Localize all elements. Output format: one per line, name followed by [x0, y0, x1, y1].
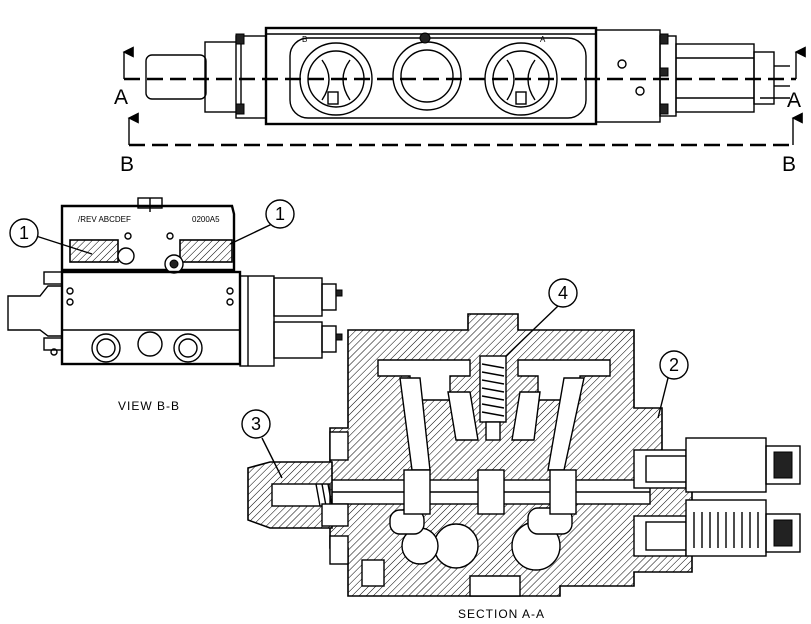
svg-text:4: 4: [558, 283, 568, 303]
port-label-b: B: [302, 35, 307, 44]
plate-text-left: /REV ABCDEF: [78, 215, 131, 224]
spool-bore-center: [392, 32, 462, 111]
callout-2: 2: [657, 350, 689, 419]
port-label-a: A: [540, 35, 546, 44]
svg-text:2: 2: [669, 355, 679, 375]
callout-4: 4: [505, 278, 578, 357]
section-line-b-b: [127, 112, 803, 147]
callout-1-left: 1: [9, 218, 93, 255]
callout-1-right: 1: [229, 199, 295, 245]
section-mark-b-left: B: [120, 153, 134, 176]
svg-text:1: 1: [275, 204, 285, 224]
svg-text:3: 3: [251, 414, 261, 434]
view-b-b: /REV ABCDEF 0200A5: [7, 197, 343, 367]
section-mark-b-right: B: [782, 153, 796, 176]
section-line-a-a: [122, 46, 806, 81]
svg-text:1: 1: [19, 223, 29, 243]
view-b-b-caption: VIEW B-B: [118, 399, 180, 413]
section-mark-a-right: A: [787, 89, 801, 112]
top-view: B A: [145, 26, 790, 126]
plate-text-right: 0200A5: [192, 215, 220, 224]
callout-3: 3: [241, 409, 283, 479]
section-mark-a-left: A: [114, 86, 128, 109]
section-a-a: [247, 313, 801, 597]
section-a-a-caption: SECTION A-A: [458, 607, 545, 621]
